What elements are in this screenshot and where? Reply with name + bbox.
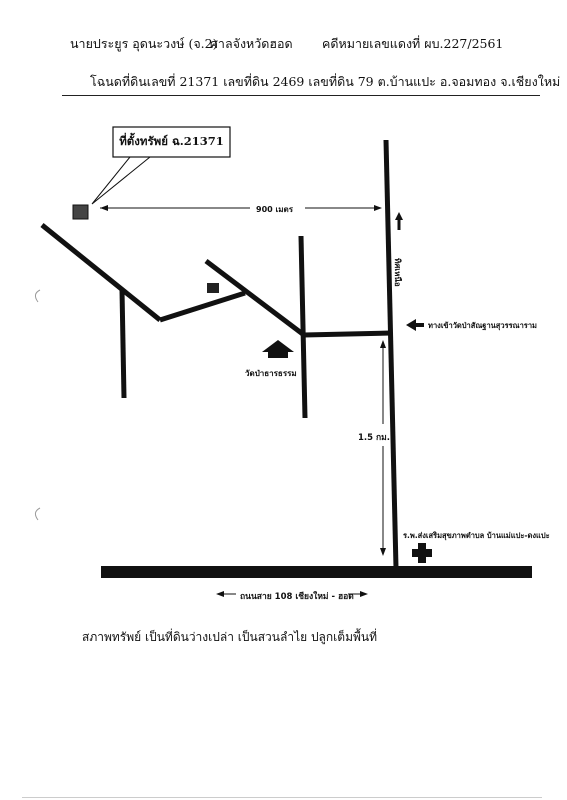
deed-line: โฉนดที่ดินเลขที่ 21371 เลขที่ดิน 2469 เล… <box>90 74 561 89</box>
page-edge <box>22 797 542 798</box>
temple-icon <box>262 340 294 358</box>
building-marker <box>207 283 219 293</box>
temple-road <box>298 235 308 419</box>
mid-road <box>159 290 246 323</box>
north-arrow-icon <box>395 212 403 230</box>
highway <box>101 566 532 578</box>
diagonal-road <box>40 223 162 322</box>
diagonal-road-2 <box>204 259 306 337</box>
temple-entrance-road <box>303 330 392 338</box>
west-spur <box>119 289 127 399</box>
property-callout: ที่ตั้งทรัพย์ ฉ.21371 <box>119 134 224 148</box>
temple-name-label: วัดป่าธารธรรม <box>245 369 297 378</box>
callout-pointer <box>91 156 152 205</box>
north-label: ทิศเหนือ <box>393 258 402 287</box>
health-station-label: ร.พ.ส่งเสริมสุขภาพตำบล บ้านแม่แปะ-ดงแปะ <box>403 531 550 540</box>
health-station-icon <box>412 543 432 563</box>
callout-box <box>112 126 231 158</box>
distance-south-label: 1.5 กม. <box>358 433 390 443</box>
main-road-label: ถนนสาย 108 เชียงใหม่ - ฮอด <box>240 592 354 602</box>
court-name: ศาลจังหวัดฮอด <box>210 36 293 51</box>
temple-entrance-label: ทางเข้าวัดป่าสัณฐานสุวรรณาราม <box>428 321 537 330</box>
entrance-arrow-icon <box>406 319 424 331</box>
header-divider <box>62 95 540 96</box>
distance-east-label: 900 เมตร <box>256 205 293 214</box>
property-marker <box>72 204 89 220</box>
case-number: คดีหมายเลขแดงที่ ผบ.227/2561 <box>322 36 504 51</box>
main-north-road <box>383 139 399 569</box>
owner-name: นายประยูร อุดนะวงษ์ (จ.2) <box>70 36 218 51</box>
property-condition: สภาพทรัพย์ เป็นที่ดินว่างเปล่า เป็นสวนลำ… <box>82 630 378 644</box>
roads <box>40 139 399 569</box>
